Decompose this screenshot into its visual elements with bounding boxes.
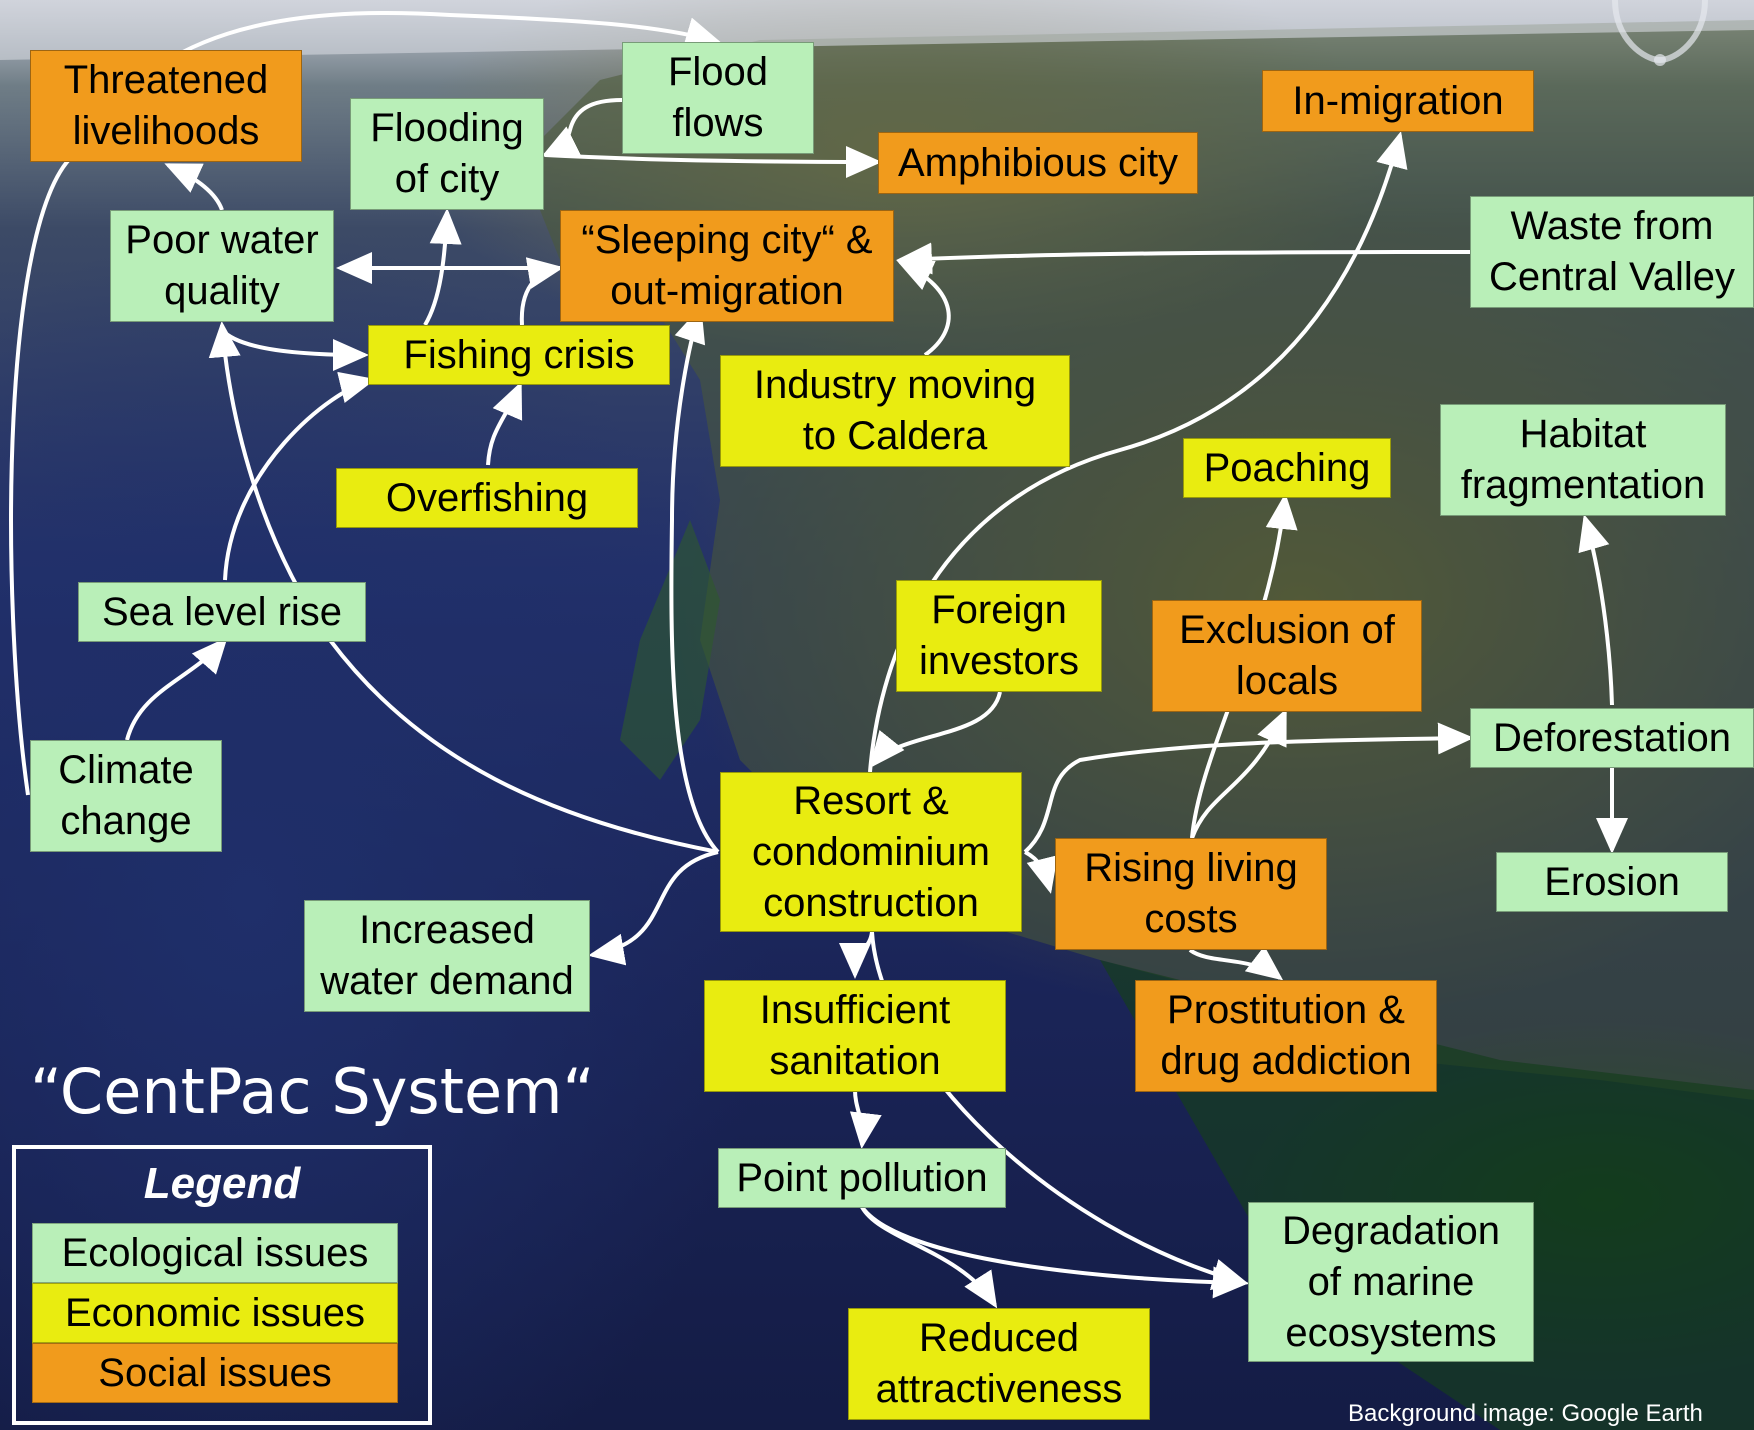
node-exclusion-locals: Exclusion of locals [1152,600,1422,712]
arrow-waste-to-sleeping [896,242,1471,275]
node-poaching: Poaching [1183,438,1391,498]
node-insufficient-sanitation: Insufficient sanitation [704,980,1006,1092]
image-credit: Background image: Google Earth [1348,1400,1703,1427]
node-fishing-crisis: Fishing crisis [368,325,670,385]
arrow-industry-to-sleeping [896,260,951,357]
node-resort-construction: Resort & condominium construction [720,772,1022,932]
arrow-sealevel-to-poorwater [223,371,376,581]
node-deforestation: Deforestation [1470,708,1754,768]
arrow-climate-to-sealevel [125,636,228,741]
node-increased-water-demand: Increased water demand [304,900,590,1012]
node-foreign-investors: Foreign investors [896,580,1102,692]
node-habitat-fragmentation: Habitat fragmentation [1440,404,1726,516]
arrow-resort-to-sanitation [839,931,874,979]
legend-item-social: Social issues [32,1343,398,1403]
node-waste-central-valley: Waste from Central Valley [1470,196,1754,308]
node-poor-water-quality: Poor water quality [110,210,334,322]
node-point-pollution: Point pollution [718,1148,1006,1208]
arrow-resort-to-deforestation [1023,722,1474,854]
arrow-rising-to-exclusion [1190,708,1287,839]
node-rising-living-costs: Rising living costs [1055,838,1327,950]
arrow-foreign-to-resort [869,691,1002,769]
node-degradation-marine-ecosystems: Degradation of marine ecosystems [1248,1202,1534,1362]
legend-title: Legend [143,1159,301,1208]
legend-item-ecological: Ecological issues [32,1223,398,1283]
arrow-fishing-to-sleeping [519,257,564,326]
diagram-title: “CentPac System“ [30,1055,595,1128]
legend-item-economic: Economic issues [32,1283,398,1343]
arrow-deforestation-to-habitat [1578,514,1614,706]
arrow-flood-to-flooding [541,98,623,157]
legend: Legend Ecological issues Economic issues… [12,1145,432,1425]
node-industry-caldera: Industry moving to Caldera [720,355,1070,467]
arrow-poorwater-to-threatened [164,163,224,211]
arrow-overfishing-to-fishing [486,381,523,466]
arrow-pointpollution-to-reduced [860,1205,998,1309]
node-in-migration: In-migration [1262,70,1534,132]
node-erosion: Erosion [1496,852,1728,912]
arrow-fishing-to-flooding [423,208,462,327]
node-sleeping-city: “Sleeping city“ & out-migration [560,210,894,322]
arrow-resort-to-rising [1024,850,1058,894]
arrow-rising-to-prostitution [1188,945,1284,981]
node-amphibious-city: Amphibious city [878,132,1198,194]
compass-icon [1612,0,1708,66]
node-flooding-of-city: Flooding of city [350,98,544,210]
node-sea-level-rise: Sea level rise [78,582,366,642]
arrow-poorwater-to-fishing [220,328,369,371]
node-flood-flows: Flood flows [622,42,814,154]
node-threatened-livelihoods: Threatened livelihoods [30,50,302,162]
arrow-sanitation-to-pointpollution [849,1089,882,1149]
node-reduced-attractiveness: Reduced attractiveness [848,1308,1150,1420]
arrow-resort-to-poorwater [208,321,719,854]
arrow-flooding-to-amphibious [544,145,882,178]
arrow-resort-to-sleeping [669,306,720,854]
node-overfishing: Overfishing [336,468,638,528]
arrow-resort-to-waterdemand [588,850,719,966]
node-prostitution-drug-addiction: Prostitution & drug addiction [1135,980,1437,1092]
node-climate-change: Climate change [30,740,222,852]
